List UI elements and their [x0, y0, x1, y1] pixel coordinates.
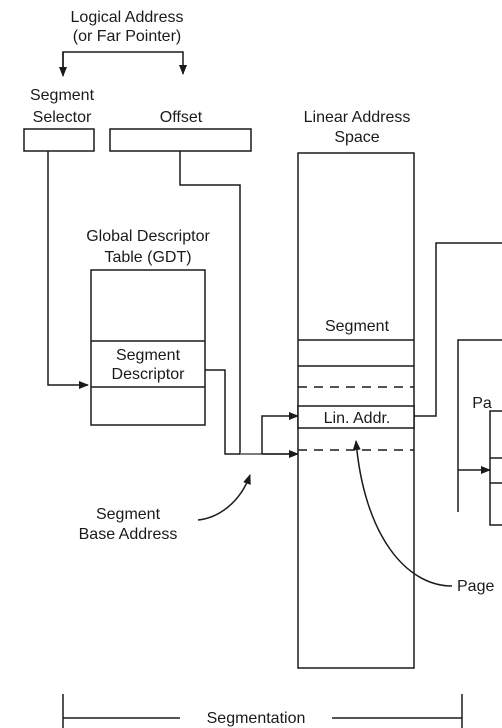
linear-space-label-1: Linear Address	[304, 109, 411, 126]
segment-descriptor-label-2: Descriptor	[112, 366, 186, 383]
offset-label: Offset	[160, 109, 203, 126]
gdt-label-2: Table (GDT)	[104, 249, 191, 266]
segment-selector-label-2: Selector	[33, 109, 92, 126]
segmentation-label: Segmentation	[207, 710, 306, 727]
segment-label: Segment	[325, 318, 390, 335]
linear-address-label: Lin. Addr.	[324, 410, 391, 427]
gdt-label-1: Global Descriptor	[86, 228, 210, 245]
selector-to-descriptor-line	[47, 151, 89, 389]
gdt-table	[90, 269, 206, 426]
segment-descriptor-label-1: Segment	[116, 347, 181, 364]
upper-right-connector	[457, 339, 502, 512]
page-directory-partial-label: Pa	[472, 395, 492, 412]
linear-space-label-2: Space	[334, 129, 379, 146]
logical-address-label: Logical Address	[71, 9, 184, 26]
segment-selector-box	[23, 128, 95, 152]
page-curve-arrow	[352, 440, 453, 587]
segment-to-page-line	[414, 242, 502, 417]
segment-base-curve-arrow	[197, 474, 251, 521]
segment-base-label-1: Segment	[96, 506, 161, 523]
logical-address-split-line	[62, 51, 187, 75]
descriptor-to-base-line	[205, 369, 262, 455]
offset-to-linear-address-arrow	[261, 412, 299, 454]
page-directory-partial-box	[489, 410, 502, 526]
far-pointer-label: (or Far Pointer)	[73, 28, 181, 45]
segment-base-label-2: Base Address	[79, 526, 178, 543]
offset-box	[109, 128, 252, 152]
page-label: Page	[457, 578, 494, 595]
segment-selector-label-1: Segment	[30, 87, 95, 104]
